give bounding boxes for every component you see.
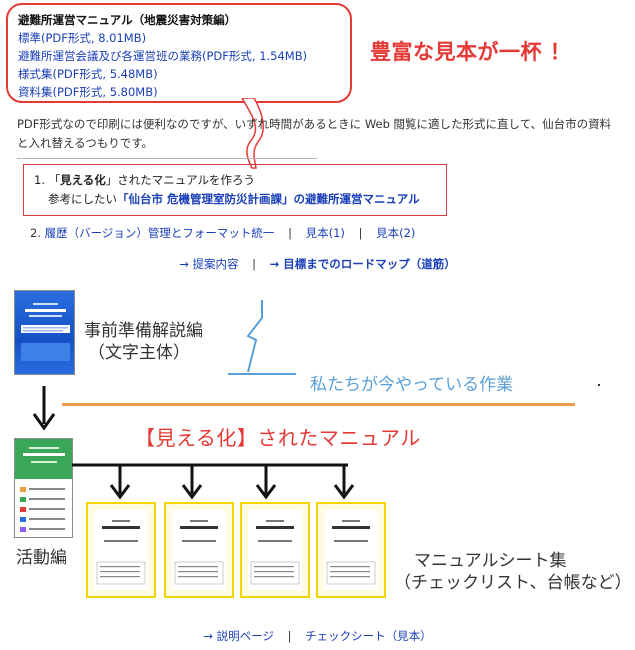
link-version-management[interactable]: 履歴（バージョン）管理とフォーマット統一 xyxy=(44,226,275,240)
sheet-inner xyxy=(94,510,148,590)
sheet-art xyxy=(96,520,146,585)
sheet-art xyxy=(250,520,300,585)
manual-sheets-label-line2: （チェックリスト、台帳など） xyxy=(394,573,632,593)
item1-line: 1. 「見える化」されたマニュアルを作ろう xyxy=(34,171,436,190)
item1-bold: 見える化 xyxy=(60,173,106,187)
prep-manual-label-line1: 事前準備解説編 xyxy=(84,321,203,341)
description-text: PDF形式なので印刷には便利なのですが、いずれ時間があるときに Web 閲覧に適… xyxy=(17,117,612,150)
separator: | xyxy=(288,226,292,240)
activity-manual-cover xyxy=(14,438,73,538)
callout-heading: 避難所運営マニュアル（地震災害対策編） xyxy=(18,13,237,27)
visualized-manual-label: 【見える化】されたマニュアル xyxy=(135,426,421,450)
item1-quote-open: 「 xyxy=(48,173,61,187)
link-forms-pdf[interactable]: 様式集(PDF形式, 5.48MB) xyxy=(18,67,158,81)
stray-dot xyxy=(598,384,600,386)
activity-manual-topband xyxy=(15,439,72,479)
callout-tail-shape xyxy=(241,98,264,169)
separator: | xyxy=(287,629,292,643)
nav-links: → 提案内容 | → 目標までのロードマップ（道筋） xyxy=(0,256,635,272)
activity-manual-cover-art xyxy=(20,447,65,532)
link-roadmap[interactable]: → 目標までのロードマップ（道筋） xyxy=(269,257,456,271)
footer-links: → 説明ページ | チェックシート（見本） xyxy=(0,628,635,644)
activity-manual-label: 活動編 xyxy=(16,548,67,568)
manual-sheet-cover-1 xyxy=(86,502,156,598)
link-operations-pdf[interactable]: 避難所運営会議及び各運営班の業務(PDF形式, 1.54MB) xyxy=(18,49,308,63)
prep-manual-cover xyxy=(14,290,75,375)
item1-sub-prefix: 参考にしたい xyxy=(48,192,117,206)
manual-sheets-label-line1: マニュアルシート集 xyxy=(414,551,567,571)
manual-sheet-cover-2 xyxy=(164,502,234,598)
separator: | xyxy=(252,257,257,271)
item1-box: 1. 「見える化」されたマニュアルを作ろう 参考にしたい「仙台市 危機管理室防災… xyxy=(23,164,447,216)
sheet-art xyxy=(326,520,376,585)
link-standard-pdf[interactable]: 標準(PDF形式, 8.01MB) xyxy=(18,31,147,45)
work-flow-zigzag xyxy=(228,300,296,375)
headline-rich-samples: 豊富な見本が一杯 ！ xyxy=(370,40,572,64)
link-sample-1[interactable]: 見本(1) xyxy=(305,226,345,240)
separator: | xyxy=(358,226,363,240)
current-work-label: 私たちが今やっている作業 xyxy=(310,375,514,395)
manual-sheet-cover-3 xyxy=(240,502,310,598)
item2-number: 2. xyxy=(30,226,41,240)
orange-divider-line xyxy=(62,403,575,406)
link-sample-2[interactable]: 見本(2) xyxy=(376,226,416,240)
sheet-inner xyxy=(172,510,226,590)
manual-sheet-cover-4 xyxy=(316,502,386,598)
item1-sub-line: 参考にしたい「仙台市 危機管理室防災計画課」の避難所運営マニュアル xyxy=(34,190,436,209)
sheet-inner xyxy=(248,510,302,590)
manual-links-callout: 避難所運営マニュアル（地震災害対策編） 標準(PDF形式, 8.01MB) 避難… xyxy=(6,3,352,103)
link-sendai-manual[interactable]: 「仙台市 危機管理室防災計画課」の避難所運営マニュアル xyxy=(117,192,420,206)
link-materials-pdf[interactable]: 資料集(PDF形式, 5.80MB) xyxy=(18,85,158,99)
prep-manual-label-line2: （文字主体） xyxy=(88,343,190,363)
branch-arrows xyxy=(72,463,355,500)
divider xyxy=(17,158,317,159)
arrow-down-icon xyxy=(32,386,56,431)
link-check-sheet-sample[interactable]: チェックシート（見本） xyxy=(305,629,432,643)
manual-sheets-label: マニュアルシート集 （チェックリスト、台帳など） xyxy=(394,550,632,594)
prep-manual-cover-art xyxy=(21,303,70,361)
prep-manual-label: 事前準備解説編 （文字主体） xyxy=(84,320,203,364)
item2-line: 2. 履歴（バージョン）管理とフォーマット統一 | 見本(1) | 見本(2) xyxy=(30,225,415,241)
item1-rest: 」されたマニュアルを作ろう xyxy=(105,173,255,187)
sheet-art xyxy=(174,520,224,585)
link-explanation-page[interactable]: → 説明ページ xyxy=(203,629,274,643)
sheet-inner xyxy=(324,510,378,590)
item1-number: 1. xyxy=(34,173,45,187)
link-proposal[interactable]: → 提案内容 xyxy=(179,257,239,271)
